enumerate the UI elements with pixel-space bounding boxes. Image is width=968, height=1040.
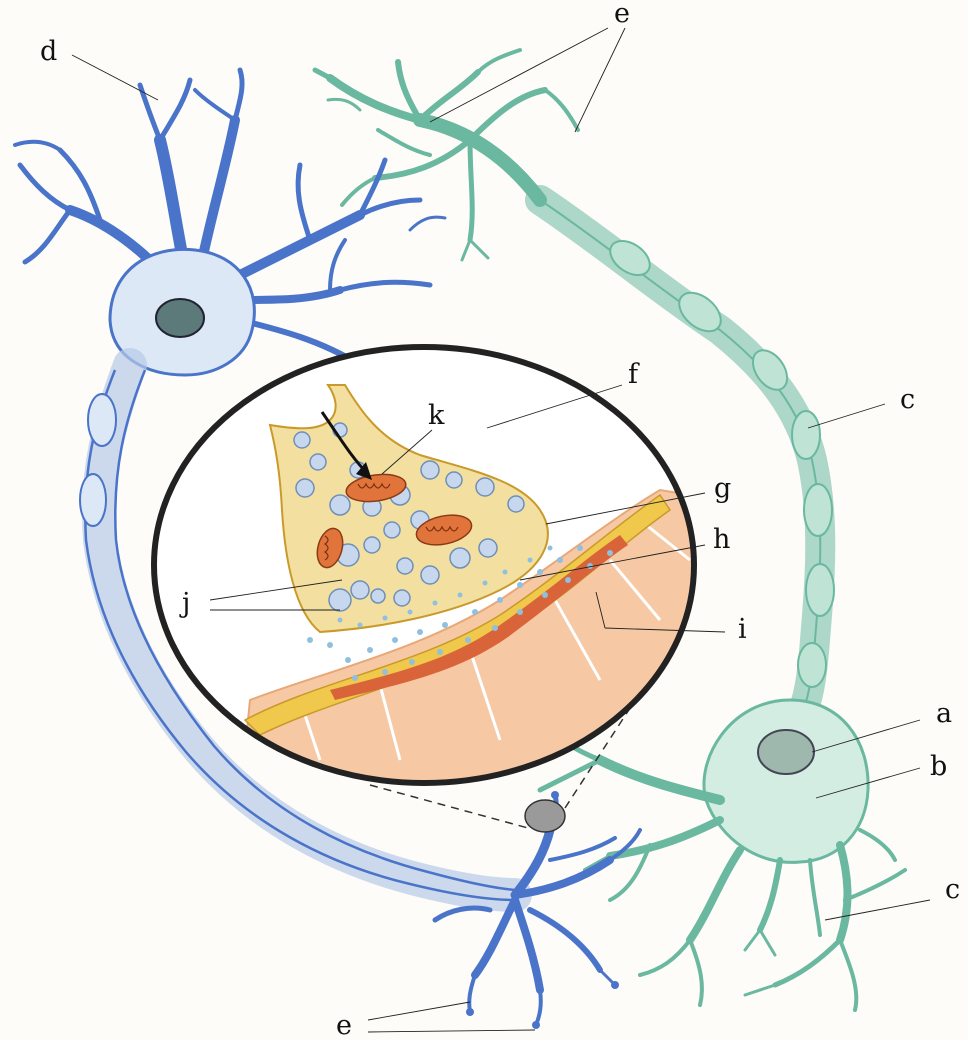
- label-b: b: [930, 751, 947, 782]
- label-f: f: [628, 359, 640, 390]
- label-c: c: [900, 384, 915, 415]
- label-g: g: [714, 473, 731, 504]
- label-e-top: e: [614, 0, 630, 29]
- label-c-lower: c: [945, 874, 960, 905]
- synapse-contact-point: [525, 800, 565, 832]
- label-i: i: [738, 614, 747, 645]
- blue-nucleus: [156, 299, 204, 337]
- label-k: k: [428, 400, 445, 431]
- green-nucleus: [758, 730, 814, 774]
- label-h: h: [713, 524, 730, 555]
- green-top-dendrites: [315, 50, 578, 260]
- label-e-bottom: e: [336, 1010, 352, 1040]
- label-a: a: [936, 698, 952, 729]
- label-d: d: [40, 36, 57, 67]
- green-soma: [704, 700, 868, 862]
